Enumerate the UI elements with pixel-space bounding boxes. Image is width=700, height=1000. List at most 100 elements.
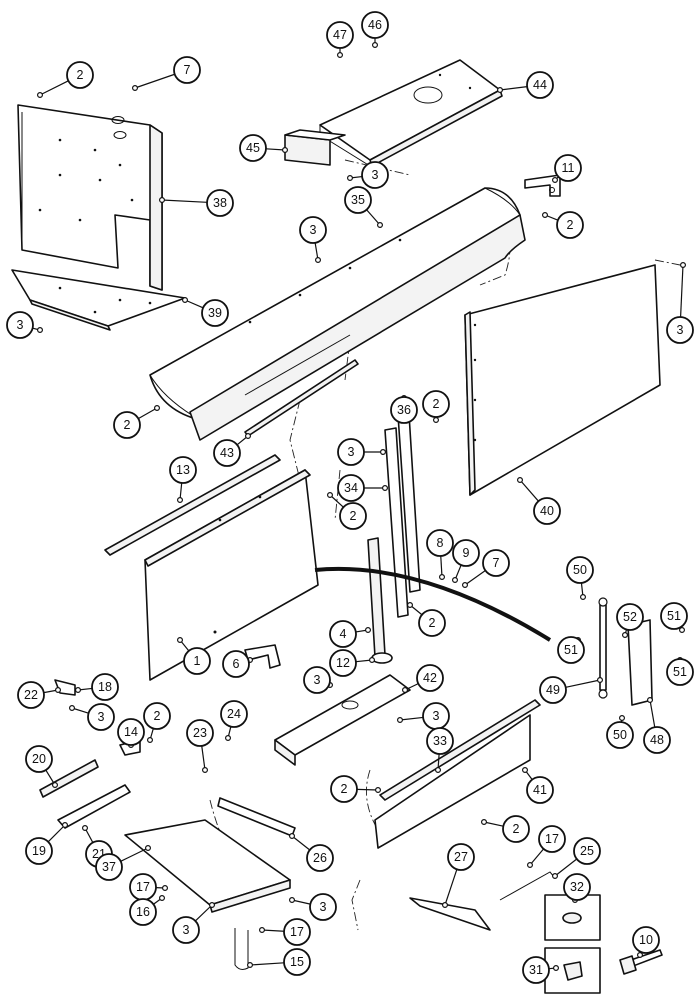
leader-line-c7b: [464, 570, 486, 586]
hardware-mark-c19: [61, 821, 68, 828]
callout-number: 45: [246, 141, 260, 155]
hardware-mark-c17a: [526, 861, 533, 868]
hardware-mark-c3h: [397, 716, 404, 723]
hardware-mark-c2g: [147, 736, 154, 743]
balloon-circle: [344, 186, 372, 214]
balloon-circle: [390, 396, 418, 424]
hardware-mark-c48: [646, 696, 653, 703]
balloon-circle: [556, 211, 584, 239]
callout-balloon: 8: [426, 529, 454, 557]
callout-balloon: 26: [306, 844, 334, 872]
balloon-circle: [566, 556, 594, 584]
callout-balloon: 7: [173, 56, 201, 84]
callout-number: 47: [333, 28, 347, 42]
leader-line-c7a: [134, 73, 175, 89]
callout-number: 38: [213, 196, 227, 210]
callout-number: 19: [32, 844, 46, 858]
callout-number: 16: [136, 905, 150, 919]
callout-number: 51: [667, 609, 681, 623]
leader-line-c2i: [483, 821, 504, 827]
balloon-circle: [172, 916, 200, 944]
callout-balloon: 7: [482, 549, 510, 577]
callout-number: 10: [639, 933, 653, 947]
hardware-mark-c12: [369, 656, 376, 663]
callout-number: 23: [193, 726, 207, 740]
callout-balloon: 50: [606, 721, 634, 749]
balloon-circle: [329, 649, 357, 677]
balloon-circle: [502, 815, 530, 843]
leader-line-c25: [554, 858, 578, 877]
part-42-base-bracket: [274, 674, 411, 766]
hardware-mark-c11: [551, 177, 558, 184]
hardware-mark-c15: [247, 961, 254, 968]
hardware-mark-c51b: [678, 626, 685, 633]
part-37-floor-plate: [124, 819, 291, 913]
hardware-mark-c35: [377, 222, 384, 229]
part-33-strip: [379, 699, 541, 801]
balloon-circle: [337, 474, 365, 502]
leader-line-c44: [499, 86, 528, 91]
callout-balloon: 3: [87, 703, 115, 731]
balloon-circle: [66, 61, 94, 89]
callout-number: 17: [290, 925, 304, 939]
balloon-circle: [113, 411, 141, 439]
callout-number: 33: [433, 734, 447, 748]
hardware-mark-c2i: [481, 818, 488, 825]
callout-number: 48: [650, 733, 664, 747]
balloon-circle: [361, 11, 389, 39]
balloon-circle: [330, 775, 358, 803]
callout-balloon: 45: [239, 134, 267, 162]
part-41-angle: [374, 714, 531, 849]
part-39-bracket-plate: [11, 269, 186, 331]
hardware-mark-c3i: [289, 896, 296, 903]
hardware-mark-c2a: [36, 91, 43, 98]
balloon-circle: [573, 837, 601, 865]
callout-balloon: 3: [6, 311, 34, 339]
callout-balloon: 27: [447, 843, 475, 871]
callout-number: 17: [545, 832, 559, 846]
hardware-mark-c2h: [375, 786, 382, 793]
callout-balloon: 44: [526, 71, 554, 99]
balloon-circle: [201, 299, 229, 327]
callout-balloon: 2: [143, 702, 171, 730]
part-38-side-panel: [17, 104, 163, 291]
callout-number: 39: [208, 306, 222, 320]
callout-balloon: 25: [573, 837, 601, 865]
balloon-circle: [129, 898, 157, 926]
callout-balloon: 17: [129, 873, 157, 901]
part-40-right-panel: [464, 264, 661, 496]
part-6-latch: [244, 644, 281, 669]
hardware-mark-c37: [145, 844, 152, 851]
hardware-mark-c9: [452, 576, 459, 583]
callout-number: 2: [433, 397, 440, 411]
callout-number: 9: [463, 546, 470, 560]
hardware-mark-c7b: [462, 581, 469, 588]
callout-balloon: 9: [452, 539, 480, 567]
callout-number: 31: [529, 963, 543, 977]
balloon-circle: [6, 311, 34, 339]
callout-balloon: 35: [344, 186, 372, 214]
balloon-circle: [416, 664, 444, 692]
callout-balloon: 19: [25, 837, 53, 865]
callout-balloon: 3: [299, 216, 327, 244]
hardware-mark-c10: [636, 951, 643, 958]
hardware-mark-c49: [596, 676, 603, 683]
callout-balloon: 2: [556, 211, 584, 239]
callout-balloon: 46: [361, 11, 389, 39]
callout-balloon: 17: [283, 918, 311, 946]
hardware-mark-c25: [551, 872, 558, 879]
leader-line-c45: [265, 148, 286, 151]
callout-number: 20: [32, 752, 46, 766]
balloon-circle: [183, 647, 211, 675]
hose-line: [314, 566, 552, 642]
part-15-u-bolt: [234, 928, 249, 970]
hardware-mark-c18: [74, 686, 81, 693]
balloon-circle: [557, 636, 585, 664]
callout-number: 3: [320, 900, 327, 914]
callout-number: 2: [124, 418, 131, 432]
callout-number: 40: [540, 504, 554, 518]
hardware-mark-c34: [382, 485, 389, 492]
hardware-mark-c40: [516, 477, 523, 484]
callout-number: 49: [546, 683, 560, 697]
